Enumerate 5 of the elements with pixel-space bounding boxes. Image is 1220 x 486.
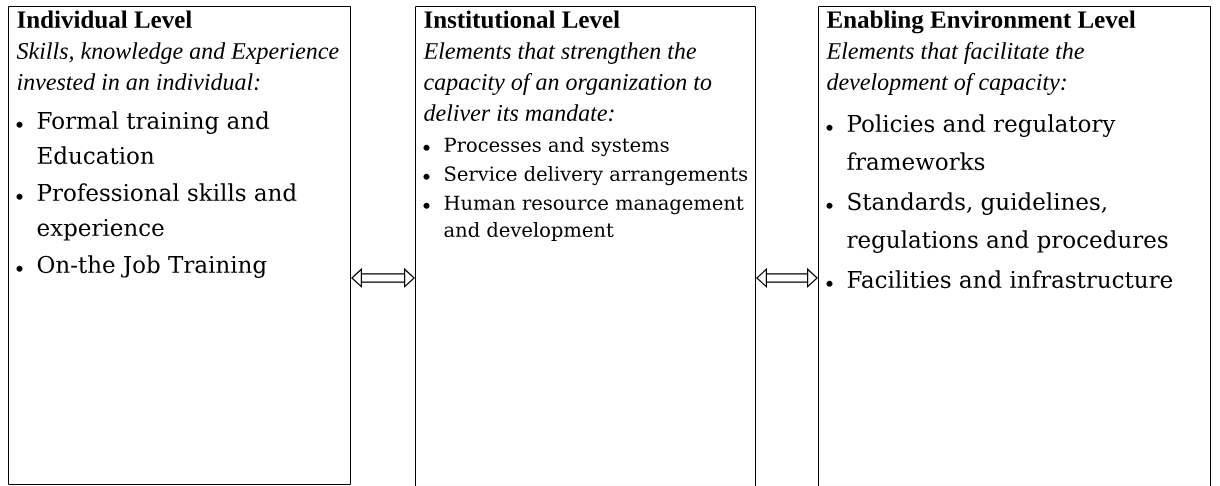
level-box: Individual Level Skills, knowledge and Experience invested in an individual: Formal training and Education Professional skills and experience On-the Job Training — [8, 6, 351, 485]
double-arrow — [351, 267, 415, 289]
level-box: Enabling Environment Level Elements that facilitate the development of capacity: Policies and regulatory frameworks Standards, guidelines, regulations and procedures Facilities and infrastructure — [818, 6, 1211, 486]
level-box: Institutional Level Elements that strengthen the capacity of an organization to deliver its mandate: Processes and systems Service delivery arrangements Human resource management and development — [415, 6, 756, 486]
double-arrow — [756, 267, 818, 289]
